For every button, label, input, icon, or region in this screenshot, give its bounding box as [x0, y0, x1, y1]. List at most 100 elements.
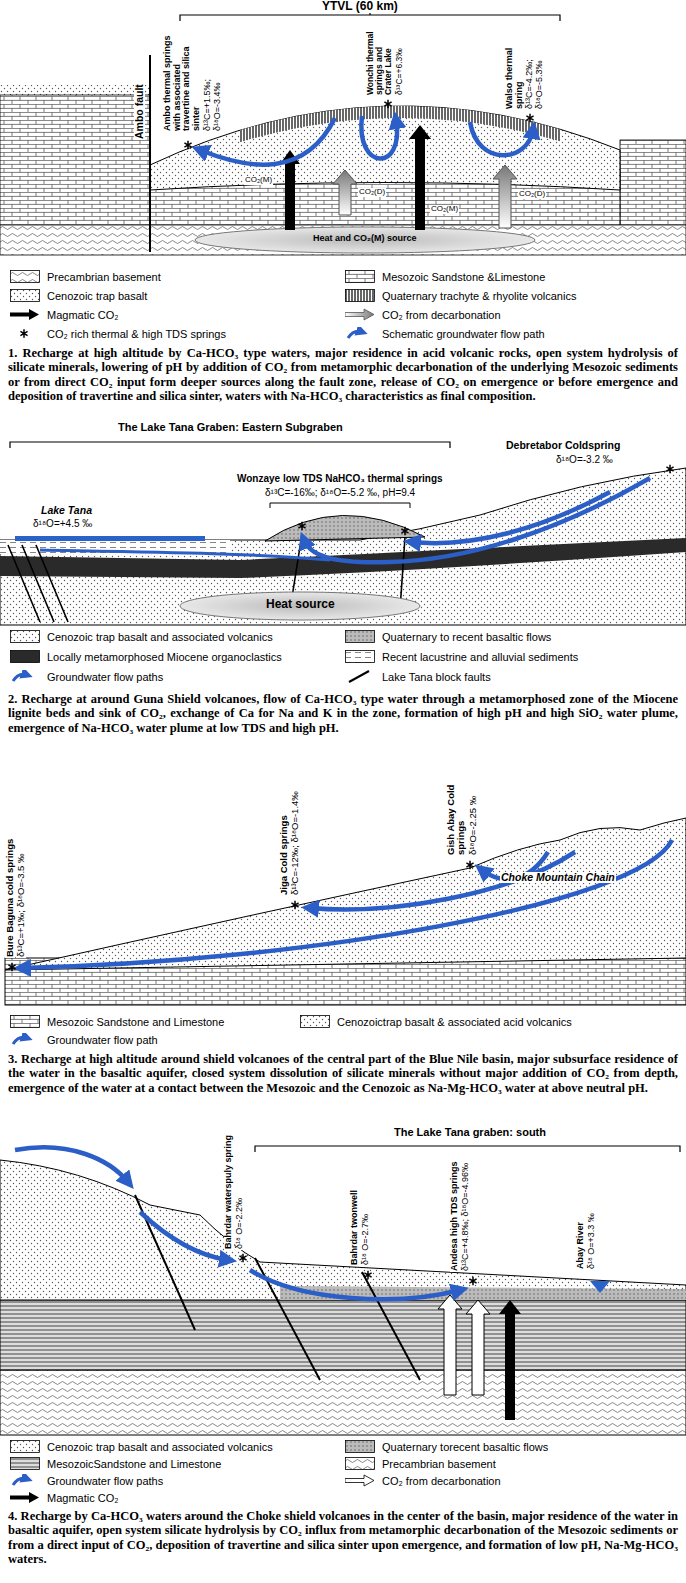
legend-item: Mesozoic Sandstone &Limestone [345, 270, 545, 283]
legend-text: Groundwater flow paths [47, 1475, 163, 1487]
legend-item: Cenozoic trap basalt and associated volc… [10, 630, 273, 643]
legend-swatch [345, 327, 375, 340]
legend-swatch [10, 327, 40, 340]
legend-swatch [10, 1440, 40, 1453]
legend-text: Quaternary trachyte & rhyolite volcanics [382, 290, 576, 302]
legend-item: Groundwater flow paths [10, 670, 163, 683]
legend-item: Mesozoic Sandstone and Limestone [10, 1015, 224, 1028]
legend-swatch [10, 270, 40, 283]
legend-swatch [10, 289, 40, 302]
legend-swatch [10, 1457, 40, 1470]
legend-swatch [345, 650, 375, 663]
legend-item: Locally metamorphosed Miocene organoclas… [10, 650, 282, 663]
legend-text: Mesozoic Sandstone &Limestone [382, 271, 545, 283]
panel-3 [5, 818, 686, 1005]
legend-text: Quaternary to recent basaltic flows [382, 631, 551, 643]
isotope-value: δ¹⁸ O=+3.3 ‰ [587, 1212, 597, 1270]
isotope-value: δ¹³C=+6.3‰ [395, 47, 404, 96]
isotope-value: δ¹³C=-16‰; δ¹⁸O=-5.2 ‰, pH=9.4 [264, 488, 416, 499]
spring-label: Ambo thermal springs with associated tra… [163, 30, 202, 132]
legend-swatch [10, 1491, 40, 1504]
fault-label: Ambo fault [134, 83, 145, 140]
legend-item: MesozoicSandstone and Limestone [10, 1457, 221, 1470]
panel-caption: 2. Recharge at around Guna Shield volcan… [8, 692, 678, 735]
spring-label: Debretabor Coldspring [505, 440, 621, 451]
isotope-value: δ¹⁸O=-3.2 ‰ [555, 455, 614, 466]
legend-swatch [345, 289, 375, 302]
legend-swatch [10, 1015, 40, 1028]
panel-4 [0, 1146, 686, 1435]
legend-item: Cenozoic trap basalt [10, 289, 147, 302]
isotope-value: δ¹³C=-12‰; δ¹⁸O=-1.4‰ [290, 790, 300, 896]
legend-swatch [10, 308, 40, 321]
legend-text: Cenozoic trap basalt and associated volc… [47, 631, 273, 643]
legend-text: Magmatic CO₂ [47, 309, 119, 321]
panel-caption: 4. Recharge by Ca-HCO₃ waters around the… [8, 1509, 678, 1566]
panel-caption: 3. Recharge at high altitude around shie… [8, 1052, 678, 1095]
gas-label: CO₂(M) [244, 176, 273, 185]
spring-label: Walso thermal spring [505, 28, 524, 110]
legend-swatch [345, 308, 375, 321]
legend-text: Cenozoic trap basalt and associated volc… [47, 1441, 273, 1453]
spring-label: Bahrdar waterspuly spring [224, 1134, 234, 1250]
mountain-label: Choke Mountain Chain [500, 872, 616, 883]
spring-label: Jiga Cold springs [279, 814, 289, 896]
legend-item: Precambrian basement [10, 270, 161, 283]
legend-item: Quaternary trachyte & rhyolite volcanics [345, 289, 576, 302]
spring-label: Wonzaye low TDS NaHCO₃ thermal springs [236, 474, 444, 485]
legend-item: CO₂ from decarbonation [345, 308, 501, 321]
legend-item: Schematic groundwater flow path [345, 327, 545, 340]
legend-text: Lake Tana block faults [382, 671, 491, 683]
legend-item: CO₂ rich thermal & high TDS springs [10, 327, 226, 340]
isotope-value: δ¹⁸O=-2.25 ‰ [468, 776, 478, 856]
legend-item: CO₂ from decarbonation [345, 1474, 501, 1487]
legend-item: Groundwater flow paths [10, 1474, 163, 1487]
lake-label: Lake Tana [40, 505, 93, 516]
legend-text: MesozoicSandstone and Limestone [47, 1458, 221, 1470]
legend-text: Precambrian basement [382, 1458, 496, 1470]
legend-text: CO₂ from decarbonation [382, 1475, 501, 1487]
legend-item: Lake Tana block faults [345, 670, 491, 683]
isotope-value: δ¹³C=+1.5‰; δ¹⁸O=-3.4‰ [203, 30, 222, 132]
spring-label: Gish Abay Cold springs [446, 776, 467, 856]
legend-item: Quaternary to recent basaltic flows [345, 630, 551, 643]
gas-label: CO₂(M) [430, 205, 459, 214]
legend-item: Quaternary torecent basaltic flows [345, 1440, 548, 1453]
legend-item: Recent lacustrine and alluvial sediments [345, 650, 578, 663]
heat-source-label: Heat and CO₂(M) source [312, 234, 418, 244]
legend-item: Precambrian basement [345, 1457, 496, 1470]
zone-title: YTVL (60 km) [321, 0, 399, 13]
legend-item: Magmatic CO₂ [10, 308, 119, 321]
isotope-value: δ¹⁸ O=-2.2‰ [235, 1197, 245, 1250]
legend-swatch [345, 1457, 375, 1470]
spring-label: Andesa high TDS springs [450, 1160, 460, 1272]
spring-label: Wonchi thermal springs and Crater Lake [366, 26, 394, 96]
legend-swatch [10, 1474, 40, 1487]
legend-swatch [345, 1474, 375, 1487]
legend-item: Cenozoic trap basalt and associated volc… [10, 1440, 273, 1453]
panel-2 [0, 442, 686, 625]
panel-1 [0, 10, 686, 255]
legend-text: Mesozoic Sandstone and Limestone [47, 1016, 224, 1028]
isotope-value: δ¹³C=+4.8‰; δ¹⁸O=-4.96‰ [461, 1155, 471, 1272]
legend-text: Locally metamorphosed Miocene organoclas… [47, 651, 282, 663]
legend-text: Groundwater flow path [47, 1034, 158, 1046]
spring-label: Bure Baguna cold springs [5, 838, 15, 958]
isotope-value: δ¹⁸O=+4.5 ‰ [32, 519, 93, 530]
river-label: Abay River [576, 1221, 586, 1270]
legend-text: Cenozoic trap basalt [47, 290, 147, 302]
isotope-value: δ¹³C=+1‰; δ¹⁸O=-3.5 ‰ [16, 852, 26, 958]
heat-source-label: Heat source [265, 598, 336, 611]
legend-swatch [300, 1015, 330, 1028]
legend-text: Cenozoictrap basalt & associated acid vo… [337, 1016, 572, 1028]
isotope-value: δ¹³C=-4.2‰; δ¹⁸O=-5.3‰ [525, 28, 544, 110]
zone-title: The Lake Tana graben: south [393, 1127, 547, 1139]
legend-text: Recent lacustrine and alluvial sediments [382, 651, 578, 663]
legend-text: Quaternary torecent basaltic flows [382, 1441, 548, 1453]
gas-label: CO₂(D) [358, 188, 386, 197]
legend-swatch [10, 650, 40, 663]
legend-text: Schematic groundwater flow path [382, 328, 545, 340]
legend-text: CO₂ rich thermal & high TDS springs [47, 328, 226, 340]
legend-item: Cenozoictrap basalt & associated acid vo… [300, 1015, 572, 1028]
legend-text: Magmatic CO₂ [47, 1492, 119, 1504]
